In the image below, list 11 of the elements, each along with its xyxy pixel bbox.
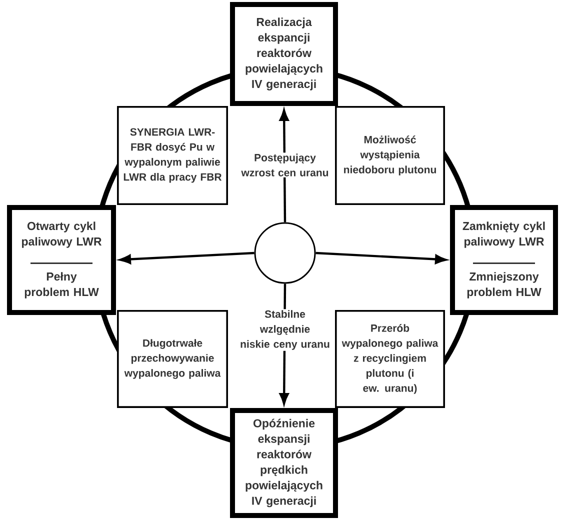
outcome-box: Realizacja ekspancji reaktorów powielających IV generacji bbox=[230, 2, 338, 106]
scenario-box: Przerób wypalonego paliwa z recyclingiem plutonu (i ew. uranu) bbox=[335, 310, 445, 408]
outcome-box: Zamknięty cykl paliwowy LWR Zmniejszony problem HLW bbox=[450, 205, 558, 315]
center-circle bbox=[254, 222, 316, 284]
edge-label: Postępujący wzrost cen uranu bbox=[236, 152, 334, 178]
edge-label: Stabilne wzlgędnie niskie ceny uranu bbox=[238, 309, 332, 351]
scenario-box: Długotrwałe przechowywanie wypalonego paliwa bbox=[117, 310, 228, 408]
scenario-box: SYNERGIA LWR-FBR dosyć Pu w wypalonym paliwie LWR dla pracy FBR bbox=[117, 106, 228, 205]
scenario-box: Możliwość wystąpienia niedoboru plutonu bbox=[335, 106, 445, 205]
outcome-box: Otwarty cykl paliwowy LWR Pełny problem HLW bbox=[7, 205, 116, 315]
outcome-box: Opóźnienie ekspansji reaktorów prędkich powielających IV generacji bbox=[230, 408, 338, 518]
